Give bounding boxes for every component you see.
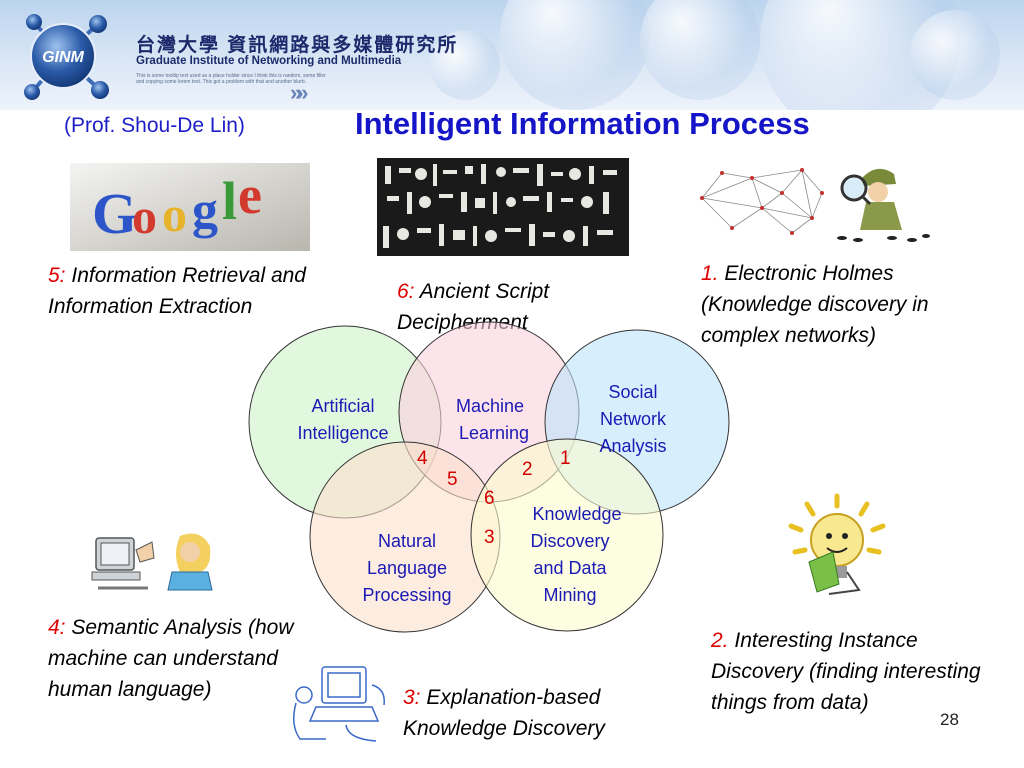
- institute-name-en: Graduate Institute of Networking and Mul…: [136, 55, 402, 67]
- item-number: 5:: [48, 264, 66, 287]
- ginm-logo: GINM: [24, 14, 109, 100]
- item-electronic-holmes: 1. Electronic Holmes (Knowledge discover…: [701, 258, 1001, 351]
- circle-label-machine-learning: Machine Learning: [455, 396, 530, 443]
- idea-lightbulb-image: [777, 492, 899, 600]
- computer-explanation-image: [286, 655, 396, 747]
- svg-text:o: o: [132, 188, 157, 244]
- svg-text:GINM: GINM: [42, 49, 84, 66]
- item-text: Semantic Analysis (how machine can under…: [48, 616, 294, 701]
- slide-title: Intelligent Information Process: [355, 106, 810, 141]
- region-number: 6: [484, 488, 495, 509]
- institute-name-cn: 台灣大學 資訊網路與多媒體研究所: [136, 35, 459, 56]
- circle-knowledge-discovery: [470, 438, 664, 632]
- decorative-bubble: [640, 0, 760, 100]
- item-number: 1.: [701, 262, 719, 285]
- item-text: Electronic Holmes (Knowledge discovery i…: [701, 262, 929, 347]
- item-semantic-analysis: 4: Semantic Analysis (how machine can un…: [48, 612, 308, 705]
- item-number: 2.: [711, 629, 729, 652]
- circle-label-natural-language-processing: Natural Language Processing: [362, 531, 452, 605]
- region-number: 3: [484, 527, 495, 548]
- professor-name: (Prof. Shou-De Lin): [64, 114, 245, 137]
- google-logo-image: G o o g l e: [70, 163, 310, 251]
- region-number: 4: [417, 448, 428, 469]
- item-number: 4:: [48, 616, 66, 639]
- banner-fine-print: This is some tooltip text used as a plac…: [136, 73, 326, 85]
- slide-number: 28: [940, 710, 959, 729]
- header-banner: GINM 台灣大學 資訊網路與多媒體研究所 Graduate Institute…: [0, 0, 1024, 110]
- region-number: 2: [522, 459, 533, 480]
- item-text: Information Retrieval and Information Ex…: [48, 264, 306, 318]
- svg-text:o: o: [162, 186, 187, 242]
- svg-text:G: G: [92, 181, 137, 246]
- circle-label-artificial-intelligence: Artificial Intelligence: [297, 396, 389, 443]
- item-text: Explanation-based Knowledge Discovery: [403, 686, 605, 740]
- svg-text:l: l: [222, 171, 237, 231]
- item-information-retrieval: 5: Information Retrieval and Information…: [48, 260, 328, 322]
- circle-label-knowledge-discovery: Knowledge Discovery and Data Mining: [530, 504, 622, 605]
- detective-image: [832, 158, 932, 244]
- region-number: 5: [447, 469, 458, 490]
- item-number: 6:: [397, 280, 415, 303]
- item-interesting-instance: 2. Interesting Instance Discovery (findi…: [711, 625, 991, 718]
- complex-network-image: [692, 158, 832, 240]
- item-text: Interesting Instance Discovery (finding …: [711, 629, 981, 714]
- region-number: 1: [560, 448, 571, 469]
- decorative-bubble: [910, 10, 1000, 100]
- decorative-bubble: [430, 30, 500, 100]
- item-explanation-based: 3: Explanation-based Knowledge Discovery: [403, 682, 663, 744]
- circle-label-social-network-analysis: Social Network Analysis: [599, 382, 667, 456]
- ancient-script-image: [377, 158, 629, 256]
- item-number: 3:: [403, 686, 421, 709]
- svg-text:g: g: [192, 182, 218, 239]
- person-at-computer-image: [88, 528, 218, 594]
- svg-text:e: e: [238, 165, 262, 225]
